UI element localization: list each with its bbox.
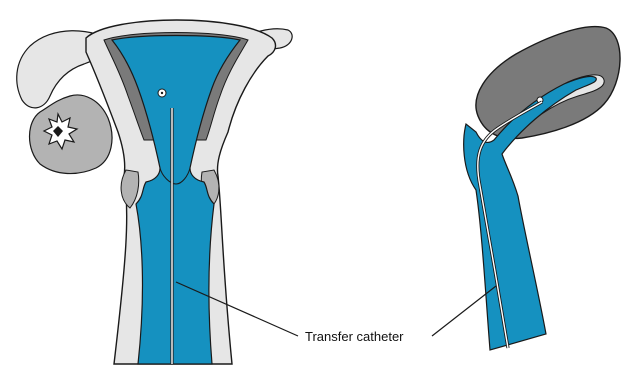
transfer-catheter-label: Transfer catheter — [305, 329, 404, 344]
leader-line-right — [432, 286, 496, 336]
sagittal-view — [464, 27, 620, 350]
embryo-core-icon — [161, 92, 163, 94]
ovary-left — [30, 95, 113, 174]
frontal-view — [17, 20, 292, 364]
